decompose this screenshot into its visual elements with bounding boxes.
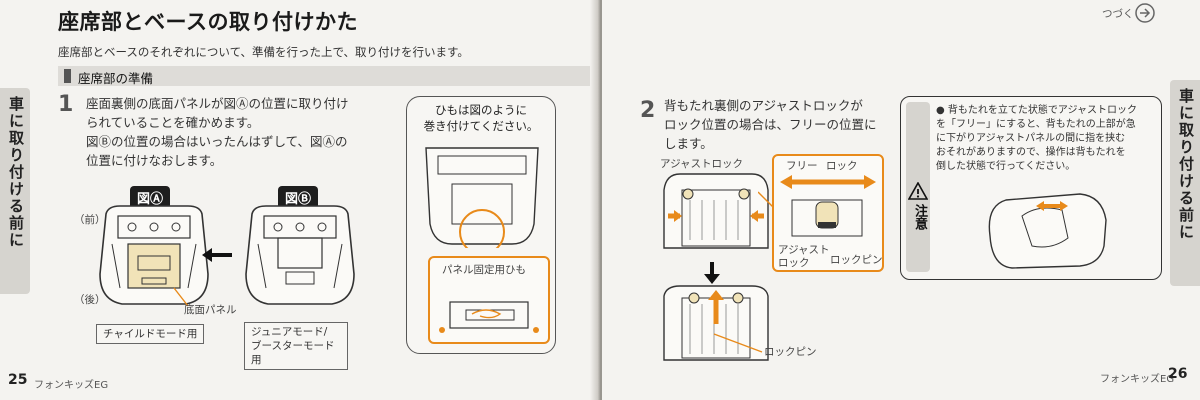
step2-line: 背もたれ裏側のアジャストロックが bbox=[664, 98, 863, 113]
front-label: （前） bbox=[74, 214, 106, 226]
step2-line: します。 bbox=[664, 136, 713, 151]
continue-label: つづく bbox=[1102, 8, 1134, 20]
step1-line: 図Ⓑの位置の場合はいったんはずして、図Ⓐの bbox=[86, 134, 348, 149]
step1-line: られていることを確かめます。 bbox=[86, 115, 260, 130]
lock-pin-leader bbox=[713, 333, 763, 353]
section-marker bbox=[64, 69, 71, 83]
figure-a-caption: チャイルドモード用 bbox=[96, 324, 205, 344]
adjust-lock-label: アジャストロック bbox=[660, 158, 744, 170]
lock-pin-bottom-label: ロックピン bbox=[764, 346, 817, 358]
figure-b-label: 図Ⓑ bbox=[278, 186, 319, 209]
free-label: フリー bbox=[786, 160, 818, 172]
warning-triangle-icon bbox=[908, 182, 928, 200]
left-page: 車に取り付ける前に 座席部とベースの取り付けかた 座席部とベースのそれぞれについ… bbox=[0, 0, 598, 400]
panel-label: 底面パネル bbox=[184, 304, 237, 316]
lock-detail-drawing bbox=[780, 175, 876, 237]
figure-b-caption-line: ジュニアモード/ bbox=[251, 326, 328, 338]
figure-b-caption: ジュニアモード/ ブースターモード用 bbox=[244, 322, 348, 370]
caution-line: 倒した状態で行ってください。 bbox=[936, 161, 1076, 172]
caution-line: ● 背もたれを立てた状態でアジャストロック bbox=[936, 105, 1138, 116]
left-arrow-icon bbox=[202, 248, 232, 262]
step1-line: 位置に付けなおします。 bbox=[86, 153, 223, 168]
lock-pin-inset-label: ロックピン bbox=[830, 254, 883, 266]
caution-tab bbox=[906, 102, 930, 272]
section-heading: 座席部の準備 bbox=[78, 71, 154, 86]
cord-detail-frame bbox=[428, 256, 550, 344]
step2-line: ロック位置の場合は、フリーの位置に bbox=[664, 117, 877, 132]
step-number: 1 bbox=[58, 92, 74, 117]
seat-bottom-figure-a bbox=[99, 205, 209, 305]
footer-product-right: フォンキッズEG bbox=[1100, 374, 1175, 385]
caution-line: おそれがありますので、操作は背もたれを bbox=[936, 147, 1126, 158]
adjust-lock-bottom-label: アジャスト ロック bbox=[778, 244, 830, 270]
caution-text: ● 背もたれを立てた状態でアジャストロック を「フリー」にすると、背もたれの上部… bbox=[936, 104, 1158, 174]
backrest-lowered-view bbox=[663, 285, 769, 361]
caution-line: を「フリー」にすると、背もたれの上部が急 bbox=[936, 119, 1136, 130]
step-number: 2 bbox=[640, 98, 656, 123]
side-tab-text: 車に取り付ける前に bbox=[1177, 88, 1195, 241]
page-title: 座席部とベースの取り付けかた bbox=[58, 10, 358, 34]
step1-line: 座面裏側の底面パネルが図Ⓐの位置に取り付け bbox=[86, 96, 349, 111]
cord-label: パネル固定用ひも bbox=[442, 264, 526, 276]
step2-text: 背もたれ裏側のアジャストロックが ロック位置の場合は、フリーの位置に します。 bbox=[664, 96, 904, 153]
side-tab-text: 車に取り付ける前に bbox=[7, 96, 25, 249]
figure-b-caption-line: ブースターモード用 bbox=[251, 340, 335, 366]
callout-text: ひもは図のように 巻き付けてください。 bbox=[406, 102, 556, 134]
step1-text: 座面裏側の底面パネルが図Ⓐの位置に取り付け られていることを確かめます。 図Ⓑの… bbox=[86, 94, 386, 170]
continue-arrow-icon[interactable] bbox=[1134, 2, 1156, 24]
page-number-left: 25 bbox=[8, 372, 28, 388]
adjust-lock-bottom-line: ロック bbox=[778, 257, 810, 269]
callout-line: ひもは図のように bbox=[435, 103, 527, 117]
caution-line: に下がりアジャストパネルの間に指を挟む bbox=[936, 133, 1126, 144]
page-subtitle: 座席部とベースのそれぞれについて、準備を行った上で、取り付けを行います。 bbox=[58, 45, 469, 59]
callout-line: 巻き付けてください。 bbox=[423, 119, 539, 133]
section-heading-bar: 座席部の準備 bbox=[58, 66, 593, 86]
caution-tab-label: 注意 bbox=[912, 204, 927, 230]
side-tab-left: 車に取り付ける前に bbox=[0, 88, 30, 294]
reclined-seat-illustration bbox=[988, 193, 1107, 269]
lock-label: ロック bbox=[826, 160, 858, 172]
seat-underside-detail bbox=[425, 147, 539, 248]
page-number-right: 26 bbox=[1168, 366, 1188, 382]
footer-product-left: フォンキッズEG bbox=[34, 380, 109, 391]
rear-label: （後） bbox=[74, 294, 106, 306]
right-page: つづく 車に取り付ける前に 2 背もたれ裏側のアジャストロックが ロック位置の場… bbox=[602, 0, 1200, 400]
cord-detail-drawing bbox=[439, 301, 539, 333]
down-arrow-icon bbox=[704, 262, 720, 284]
seat-bottom-figure-b bbox=[245, 205, 355, 305]
figure-a-label: 図Ⓐ bbox=[130, 186, 171, 209]
adjust-lock-bottom-line: アジャスト bbox=[778, 244, 830, 256]
backrest-top-view bbox=[663, 173, 769, 249]
side-tab-right: 車に取り付ける前に bbox=[1170, 80, 1200, 286]
panel-leader-line bbox=[173, 287, 189, 307]
